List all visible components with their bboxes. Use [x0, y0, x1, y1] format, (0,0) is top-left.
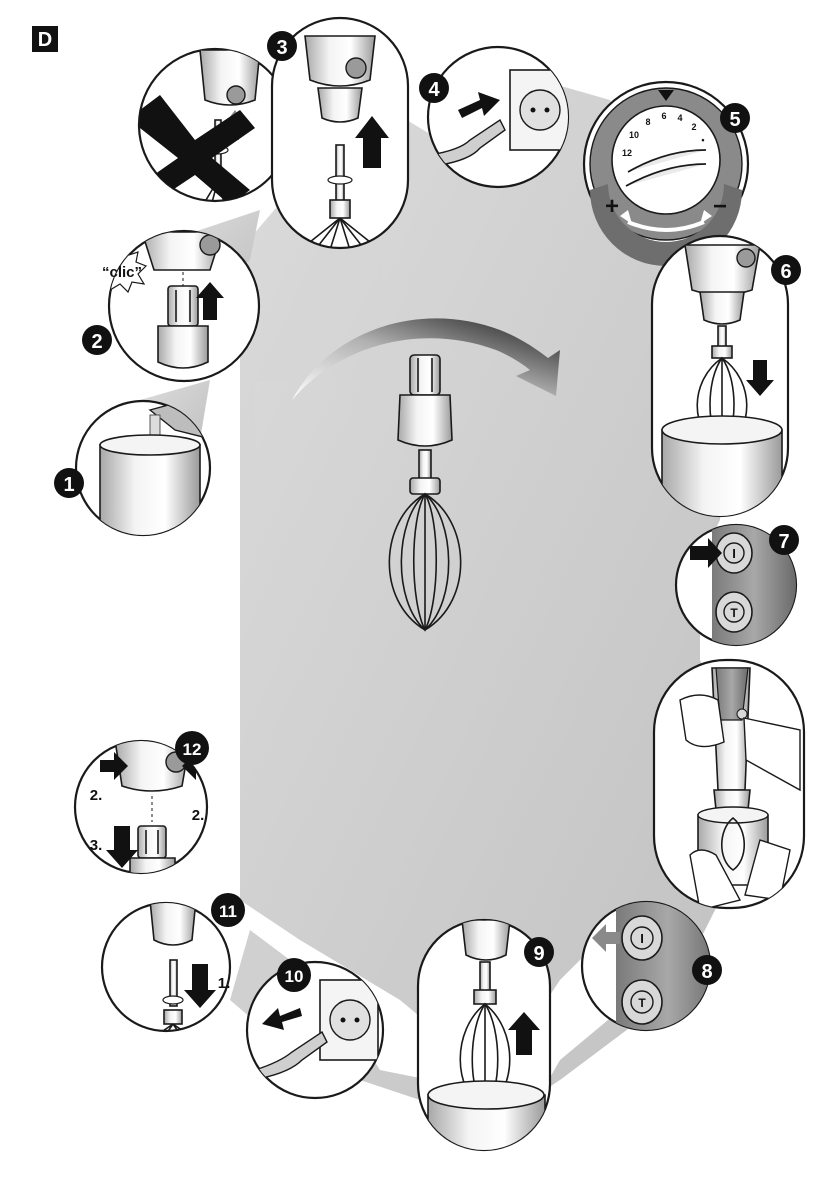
cross-icon: [139, 95, 255, 201]
scale-dot: •: [701, 135, 704, 145]
step-11: 1. 11: [100, 893, 245, 1033]
step-wrong: [137, 47, 293, 203]
plug-icon: [428, 118, 506, 166]
press-label-right: 2.: [192, 807, 205, 824]
scale-8: 8: [645, 117, 650, 127]
scale-6: 6: [661, 111, 666, 121]
blending-in-use: [652, 658, 806, 910]
step-6: 6: [650, 234, 801, 518]
step-7-number: 7: [778, 531, 789, 553]
right-arrow-icon: [690, 538, 722, 568]
press-label-left: 2.: [90, 787, 103, 804]
step-7: I T 7: [674, 523, 799, 647]
up-arrow-icon: [508, 1012, 540, 1055]
section-letter: D: [38, 29, 52, 51]
on-button-symbol-8: I: [640, 931, 644, 946]
down-arrow-icon: [184, 964, 216, 1008]
right-arrow-icon: [458, 92, 500, 118]
turbo-button-symbol: T: [730, 606, 738, 620]
down-arrow-icon: [746, 360, 774, 396]
step-6-number: 6: [780, 261, 791, 283]
speed-scale: 12 10 8 6 4 2 •: [622, 111, 705, 158]
plug-icon: [253, 1030, 328, 1079]
left-arrow-icon: [592, 924, 620, 952]
step-2: “clic” 2: [82, 229, 261, 383]
step-1-number: 1: [63, 474, 74, 496]
step-3-number: 3: [276, 37, 287, 59]
step-9: 9: [416, 918, 554, 1152]
whisk-attachment: [388, 354, 462, 632]
scale-10: 10: [629, 130, 639, 140]
pull-label: 3.: [90, 837, 103, 854]
step-4: 4: [419, 45, 570, 189]
step-9-number: 9: [533, 943, 544, 965]
curved-arrow-icon: [292, 318, 560, 400]
left-arrow-icon: [262, 1008, 302, 1030]
clic-sound-label: “clic”: [102, 264, 142, 281]
right-arrow-icon: [100, 752, 128, 780]
dial-minus: −: [713, 193, 727, 220]
on-button-symbol: I: [732, 546, 736, 561]
step-11-arrow-label: 1.: [218, 975, 231, 992]
step-8: I T 8: [580, 900, 722, 1032]
turbo-button-symbol-8: T: [638, 996, 646, 1010]
step-11-number: 11: [219, 902, 237, 921]
step-8-number: 8: [701, 961, 712, 983]
step-12: 2. 2. 3. 12: [73, 731, 209, 875]
step-3: 3: [267, 16, 410, 250]
step-5-number: 5: [729, 109, 740, 131]
dial-marker: [658, 90, 674, 101]
dial-plus: +: [605, 193, 619, 220]
step-4-number: 4: [428, 79, 440, 101]
down-arrow-icon: [106, 826, 138, 868]
section-label: D: [32, 26, 58, 52]
scale-2: 2: [691, 122, 696, 132]
scale-12: 12: [622, 148, 632, 158]
step-2-number: 2: [91, 331, 102, 353]
up-arrow-icon: [355, 116, 389, 168]
step-10: 10: [245, 958, 385, 1100]
scale-4: 4: [677, 113, 682, 123]
up-arrow-icon: [196, 282, 224, 320]
step-12-number: 12: [183, 740, 202, 759]
step-10-number: 10: [285, 967, 304, 986]
